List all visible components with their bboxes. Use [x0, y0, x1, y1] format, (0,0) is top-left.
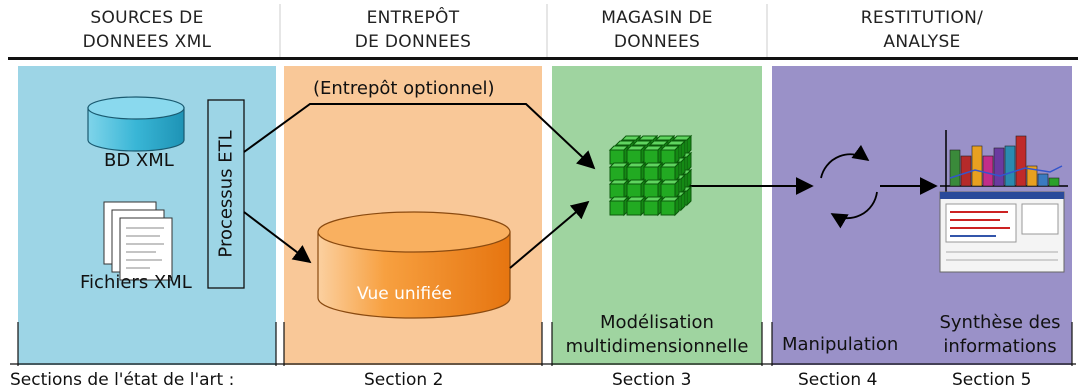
header-sources: SOURCES DE DONNEES XML: [18, 6, 276, 54]
footer-intro: Sections de l'état de l'art :: [10, 370, 235, 390]
fichiers-xml-label: Fichiers XML: [80, 272, 192, 293]
footer-section-3: Section 3: [612, 370, 692, 390]
header-restitution-line1: RESTITUTION/: [860, 8, 984, 28]
header-magasin-line1: MAGASIN DE: [601, 8, 713, 28]
cube-block-side: [686, 134, 692, 156]
manipulation-cycle-icon: [820, 144, 878, 229]
header-restitution: RESTITUTION/ ANALYSE: [772, 6, 1072, 54]
cube-block: [643, 200, 659, 216]
chart-trend-line: [949, 165, 1063, 179]
header-restitution-line2: ANALYSE: [883, 32, 961, 52]
cube-block: [609, 149, 625, 165]
cube-block: [660, 166, 676, 182]
header-entrepot-line1: ENTREPÔT: [366, 8, 460, 28]
cube-block: [626, 200, 642, 216]
cube-block-side: [680, 139, 686, 161]
modelisation-label: Modélisation multidimensionnelle: [552, 311, 762, 359]
chart-bar: [993, 147, 1005, 187]
cube-block: [660, 149, 676, 165]
chart-bar: [1037, 173, 1049, 187]
cube-block-side: [674, 195, 680, 217]
etl-box: [207, 99, 245, 289]
cube-block: [626, 183, 642, 199]
cube-block: [643, 183, 659, 199]
header-sources-line1: SOURCES DE: [90, 8, 204, 28]
footer-section-2: Section 2: [364, 370, 444, 390]
cube-block: [609, 183, 625, 199]
cube-block: [609, 166, 625, 182]
unified-view-label: Vue unifiée: [357, 284, 453, 304]
bd-xml-label: BD XML: [104, 150, 174, 171]
cube-block-side: [686, 185, 692, 207]
cube-block-side: [680, 173, 686, 195]
cube-block-side: [680, 156, 686, 178]
arrow-optional-path: [243, 103, 596, 170]
chart-bars: [949, 135, 1063, 187]
chart-bar: [971, 145, 983, 187]
synthese-label: Synthèse des informations: [930, 311, 1070, 359]
chart-bar: [949, 149, 961, 187]
cube-block-side: [680, 190, 686, 212]
cube-block: [643, 149, 659, 165]
cube-block: [626, 149, 642, 165]
cube-block: [660, 183, 676, 199]
unified-view-cylinder-icon: [317, 211, 511, 319]
cube-block: [626, 166, 642, 182]
chart-bar: [1026, 165, 1038, 187]
cube-block-side: [686, 151, 692, 173]
header-magasin: MAGASIN DE DONNEES: [552, 6, 762, 54]
header-entrepot: ENTREPÔT DE DONNEES: [284, 6, 542, 54]
cube-block-side: [674, 161, 680, 183]
arrow-etl-to-view: [243, 211, 312, 264]
flow-arrows: [243, 103, 938, 269]
top-rule: [8, 57, 1078, 60]
cube-block: [609, 200, 625, 216]
cube-block-side: [674, 178, 680, 200]
chart-bar: [1048, 177, 1060, 187]
chart-bar: [982, 155, 994, 187]
arrow-view-to-cube: [509, 200, 590, 269]
bar-chart-icon: [940, 130, 1068, 192]
report-screenshot-icon: [939, 191, 1065, 273]
optional-warehouse-label: (Entrepôt optionnel): [313, 78, 495, 99]
chart-bar: [1004, 145, 1016, 187]
modelisation-line1: Modélisation: [600, 312, 714, 333]
footer-section-5: Section 5: [952, 370, 1032, 390]
cube-block: [643, 166, 659, 182]
synthese-line1: Synthèse des: [939, 312, 1061, 333]
xml-database-icon: [87, 96, 185, 152]
etl-label: Processus ETL: [215, 130, 237, 258]
cube-block-side: [674, 144, 680, 166]
cube-block: [660, 200, 676, 216]
header-sources-line2: DONNEES XML: [82, 32, 212, 52]
footer-section-4: Section 4: [798, 370, 878, 390]
manipulation-label: Manipulation: [782, 334, 899, 355]
cube-block-side: [686, 168, 692, 190]
header-magasin-line2: DONNEES: [613, 32, 701, 52]
modelisation-line2: multidimensionnelle: [565, 336, 749, 357]
xml-files-icon: [103, 201, 173, 281]
header-entrepot-line2: DE DONNEES: [354, 32, 472, 52]
chart-bar: [1015, 135, 1027, 187]
olap-cube-icon: [608, 134, 693, 217]
synthese-line2: informations: [943, 336, 1057, 357]
